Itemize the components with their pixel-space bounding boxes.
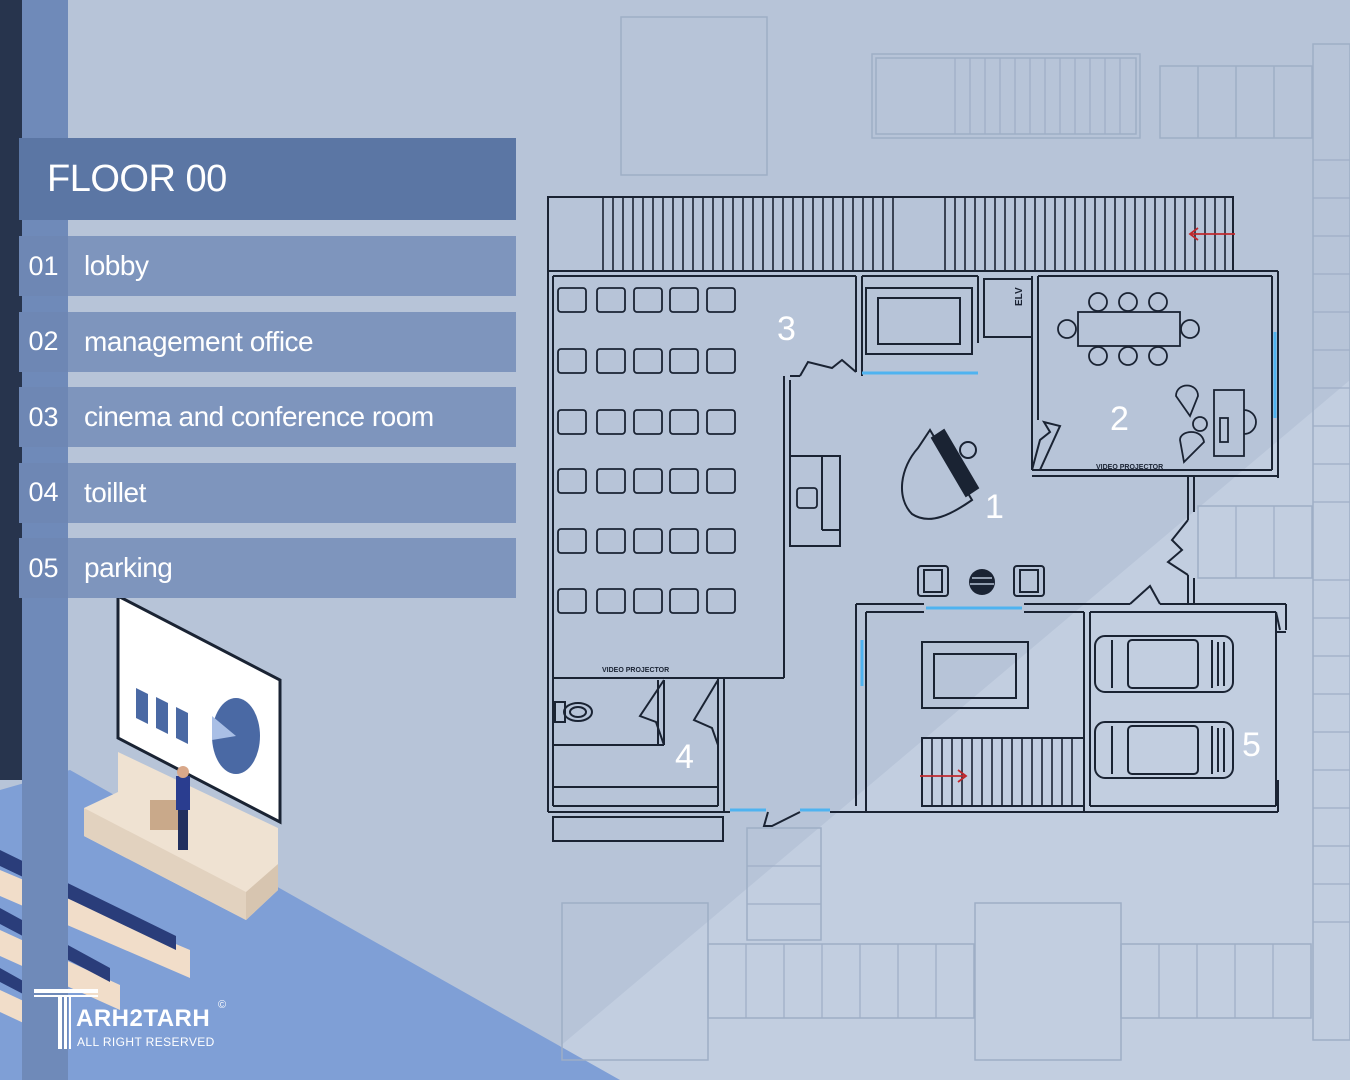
room-legend: 01 lobby 02 management office 03 cinema … (19, 236, 516, 614)
cinema-seats (557, 287, 818, 614)
floor-title: FLOOR 00 (19, 138, 516, 220)
brand-subtitle: ALL RIGHT RESERVED (77, 1035, 215, 1049)
legend-label: management office (84, 325, 314, 357)
parking-cars (1094, 635, 1234, 779)
brand-t-mark-icon (34, 989, 98, 1049)
context-stair-lines (745, 58, 1350, 1018)
screen-bar-1 (136, 688, 148, 724)
room-number-2: 2 (1110, 400, 1129, 438)
stage-front (84, 808, 246, 920)
legend-number: 01 (19, 236, 68, 296)
stage-side (246, 864, 278, 920)
screen-pie-slice (212, 716, 236, 740)
office-furniture (1057, 292, 1257, 464)
room-number-1: 1 (985, 488, 1004, 526)
legend-label: cinema and conference room (84, 401, 434, 432)
screen-bar-3 (176, 707, 188, 744)
surrounding-context (561, 16, 1350, 1061)
legend-label: parking (84, 552, 173, 583)
legend-label: toillet (84, 476, 146, 508)
legend-number: 03 (19, 387, 68, 447)
legend-number: 04 (19, 462, 68, 523)
legend-number: 02 (19, 311, 68, 372)
room-number-4: 4 (675, 738, 694, 776)
legend-item-parking: 05 parking (19, 538, 516, 598)
toilet-fixture (554, 701, 593, 723)
lobby-side-table (969, 569, 995, 595)
elevator-label: ELV (1014, 287, 1025, 306)
room-number-3: 3 (777, 310, 796, 348)
openings (730, 332, 1277, 812)
room-number-5: 5 (1242, 726, 1261, 764)
screen-bar-2 (156, 697, 168, 734)
legend-item-management-office: 02 management office (19, 311, 516, 372)
stair-treads (602, 197, 1226, 806)
direction-arrows (920, 227, 1235, 783)
doors (638, 358, 1281, 827)
podium (150, 800, 180, 830)
legend-item-cinema-conference: 03 cinema and conference room (19, 387, 516, 447)
presenter-legs (178, 810, 188, 850)
plan-walls (547, 196, 1287, 842)
lobby-furniture (900, 428, 1045, 597)
lobby-side-table-lines (970, 577, 994, 585)
legend-number: 05 (19, 538, 68, 598)
legend-label: lobby (84, 250, 149, 281)
copyright-symbol: © (218, 999, 227, 1011)
background-panel (520, 380, 1350, 1080)
presenter-head (177, 766, 189, 778)
legend-item-lobby: 01 lobby (19, 236, 516, 296)
video-projector-label-cinema: VIDEO PROJECTOR (602, 667, 670, 674)
brand-name: ARH2TARH (76, 1005, 211, 1032)
presenter-body (176, 776, 190, 810)
video-projector-label-office: VIDEO PROJECTOR (1096, 464, 1164, 471)
left-accent-strip (0, 0, 22, 780)
legend-item-toilet: 04 toillet (19, 462, 516, 523)
